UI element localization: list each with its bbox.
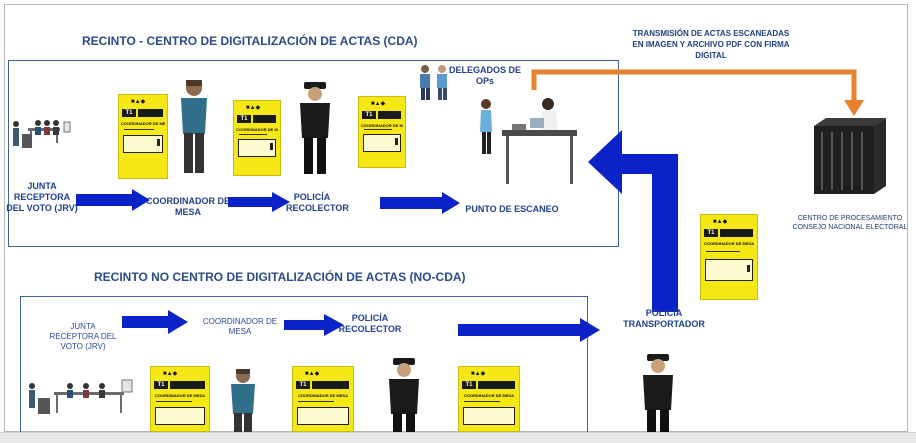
cda-escaneo-label: PUNTO DE ESCANEO xyxy=(465,204,559,214)
police-person-icon xyxy=(643,354,673,432)
nocda-jrv-label: JUNTA RECEPTORA DEL VOTO (JRV) xyxy=(49,322,117,351)
acta-document: ■▲◆T1 COORDINADOR DE MESA xyxy=(700,214,758,300)
coordinator-person-icon xyxy=(231,369,255,432)
return-arrow xyxy=(588,130,678,312)
centro-label: CENTRO DE PROCESAMIENTO CONSEJO NACIONAL… xyxy=(792,215,908,231)
acta-document: ■▲◆T1 COORDINADOR DE MESA xyxy=(118,94,168,179)
flow-arrow xyxy=(458,318,600,342)
flow-arrow xyxy=(380,192,460,214)
cda-policia-label: POLICÍA RECOLECTOR xyxy=(286,192,349,213)
server-icon xyxy=(814,118,886,194)
delegados-people-icon xyxy=(420,65,447,100)
bottom-toolbar xyxy=(0,432,916,443)
scanning-station-icon xyxy=(480,98,577,184)
transmission-line xyxy=(531,69,864,116)
cda-jrv-label: JUNTA RECEPTORA DEL VOTO (JRV) xyxy=(6,181,78,213)
delegados-label: DELEGADOS DE OPs xyxy=(448,65,521,86)
flow-arrow xyxy=(284,314,344,336)
flow-arrow xyxy=(76,189,150,211)
acta-document: ■▲◆T1 COORDINADOR DE MESA xyxy=(233,100,281,176)
acta-document: ■▲◆T1 COORDINADOR DE MESA xyxy=(292,366,354,432)
computer-icon xyxy=(530,118,544,128)
nocda-policia-label: POLICÍA RECOLECTOR xyxy=(338,313,402,334)
transportador-label: POLICÍA TRANSPORTADOR xyxy=(623,308,705,329)
flow-arrow xyxy=(122,310,188,334)
police-person-icon xyxy=(300,82,330,174)
voting-table-icon xyxy=(29,379,133,414)
cda-coordinador-label: COORDINADOR DE MESA xyxy=(145,196,230,217)
nocda-title: RECINTO NO CENTRO DE DIGITALIZACIÓN DE A… xyxy=(94,270,466,284)
flow-arrow xyxy=(228,192,290,212)
nocda-coordinador-label: COORDINADOR DE MESA xyxy=(202,317,278,336)
transmision-label: TRANSMISIÓN DE ACTAS ESCANEADAS EN IMAGE… xyxy=(632,29,790,60)
coordinator-person-icon xyxy=(181,80,207,173)
acta-document: ■▲◆T1 COORDINADOR DE MESA xyxy=(150,366,210,432)
ballot-box-icon xyxy=(38,398,50,414)
voting-table-icon xyxy=(13,120,71,148)
slide-frame xyxy=(4,4,908,432)
cda-title: RECINTO - CENTRO DE DIGITALIZACIÓN DE AC… xyxy=(82,34,418,48)
acta-document: ■▲◆T1 COORDINADOR DE MESA xyxy=(358,96,406,168)
acta-document: ■▲◆T1 COORDINADOR DE MESA xyxy=(458,366,520,432)
police-person-icon xyxy=(389,358,419,432)
ballot-box-icon xyxy=(22,134,32,148)
